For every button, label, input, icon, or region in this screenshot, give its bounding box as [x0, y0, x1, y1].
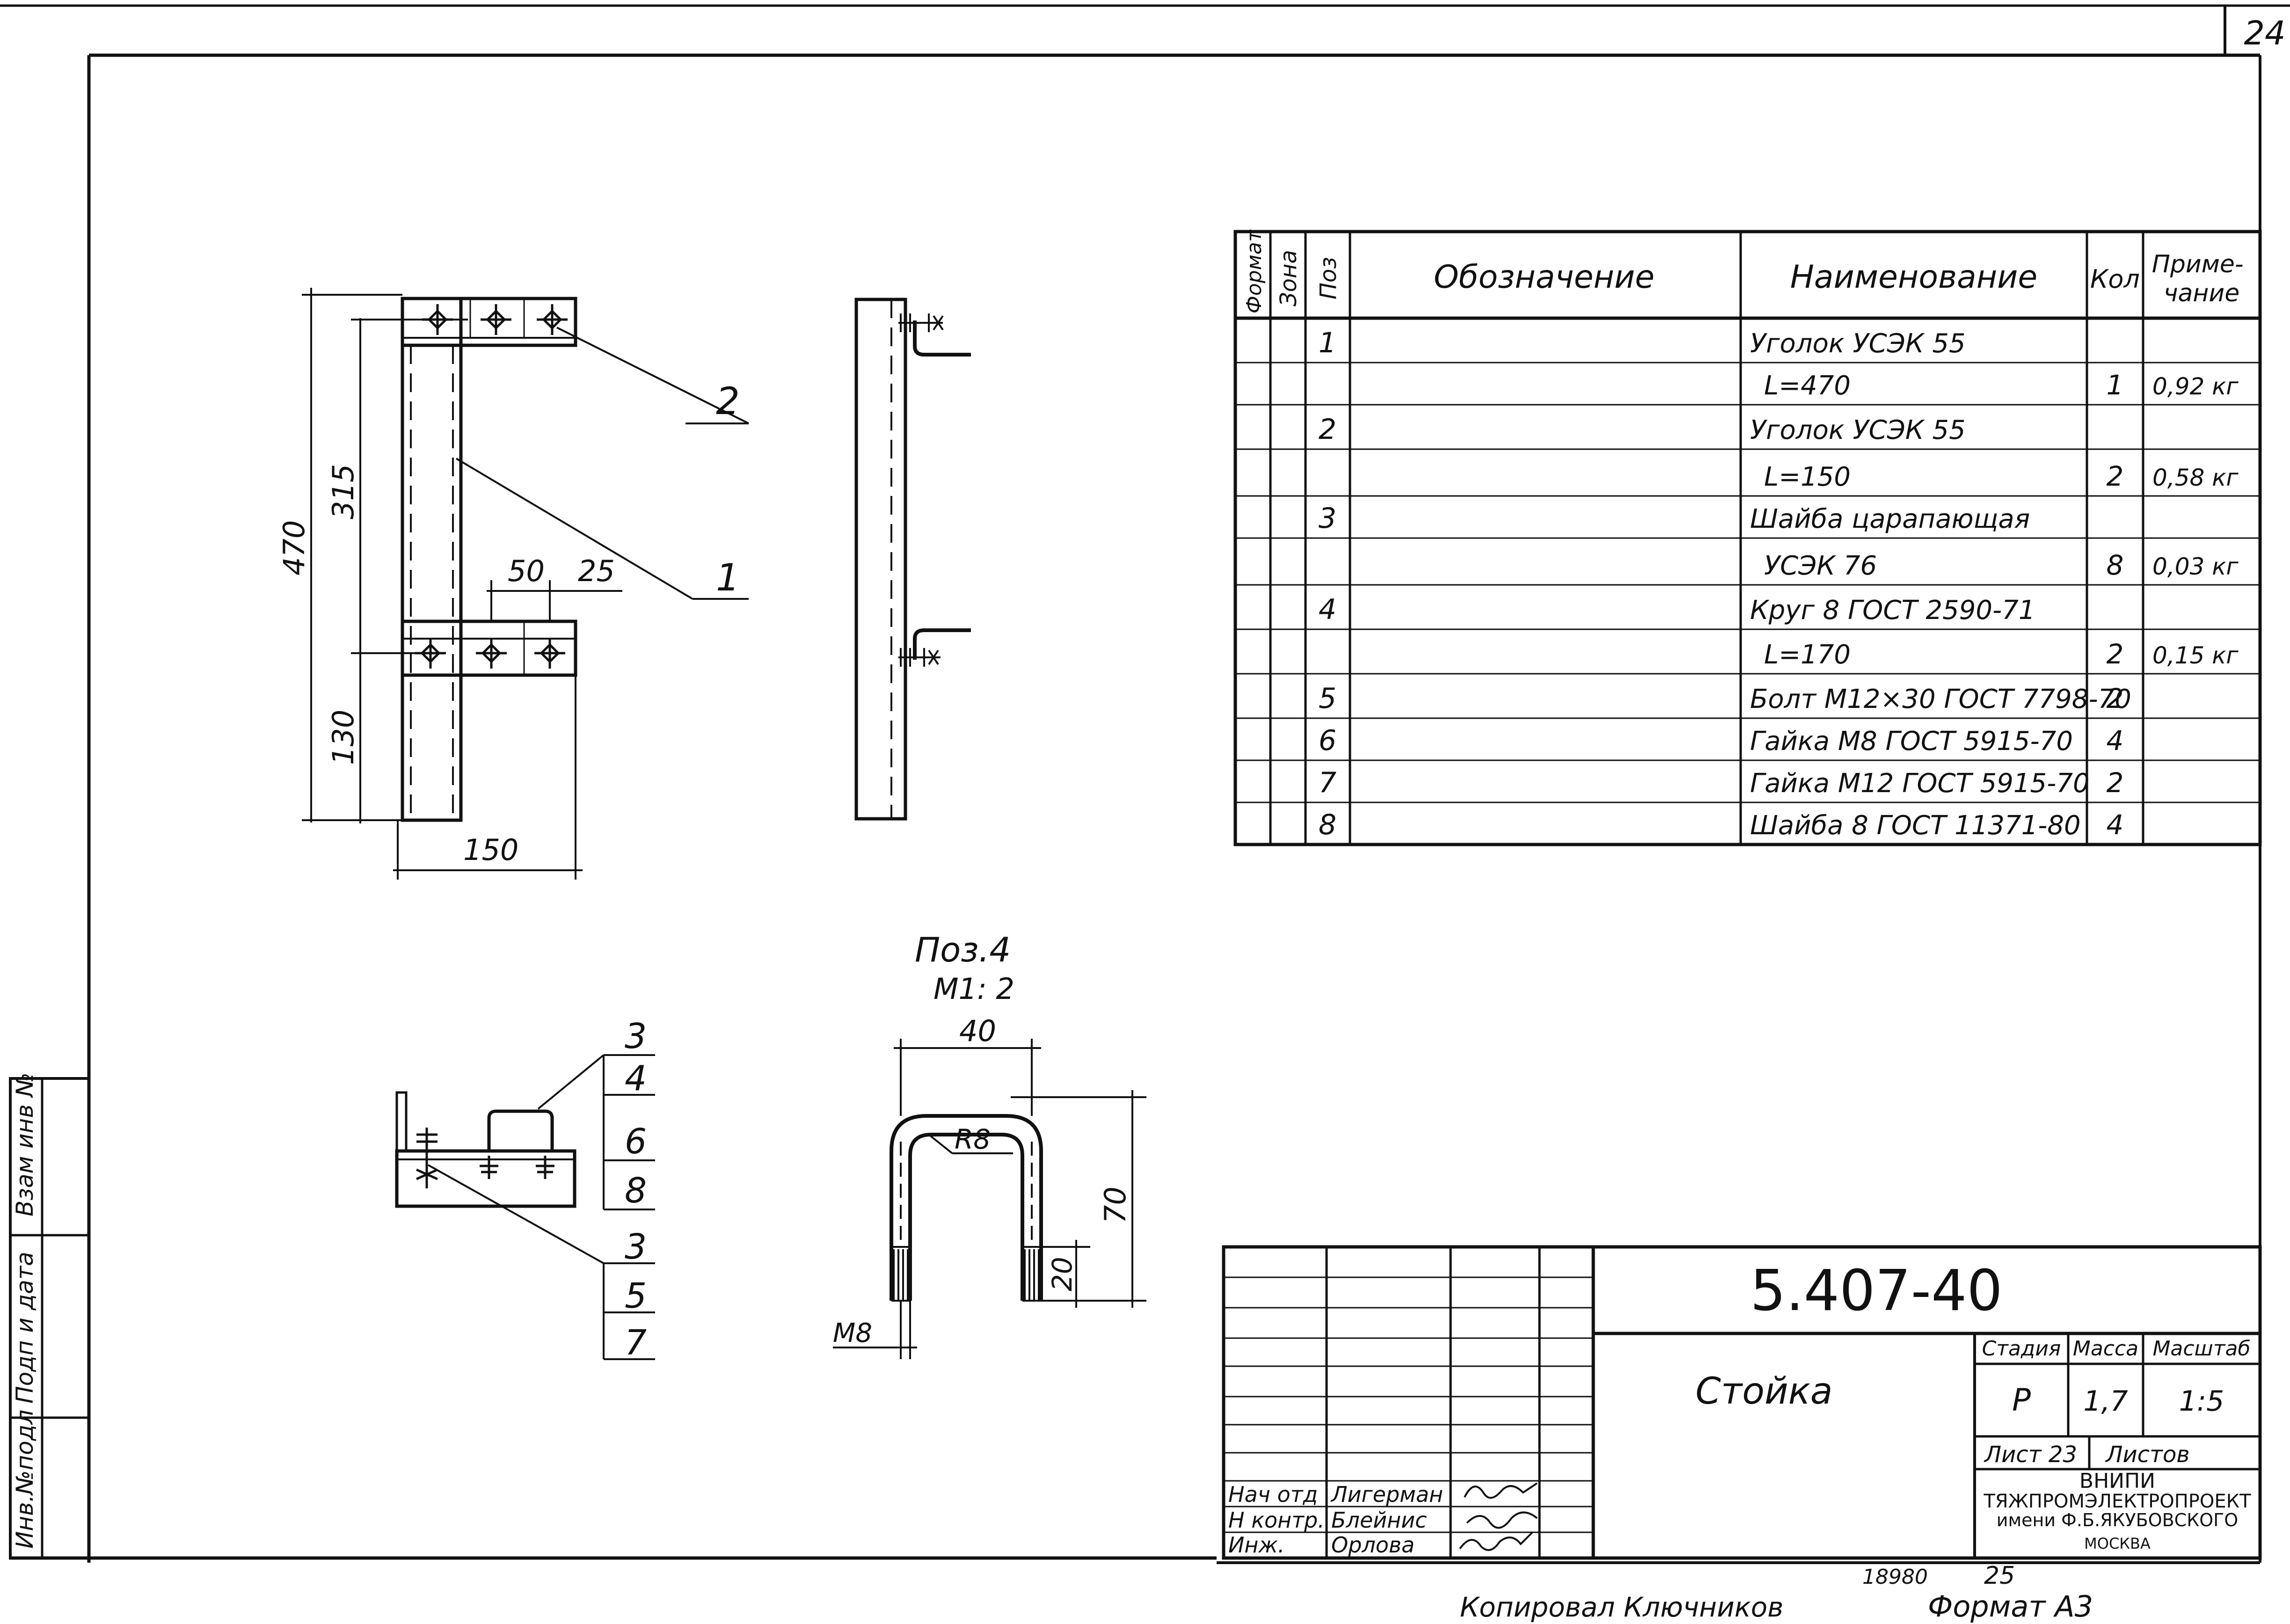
spec-row-name: Шайба 8 ГОСТ 11371-80	[1750, 810, 2081, 841]
page-number: 24	[2244, 14, 2285, 52]
name-engineer: Орлова	[1331, 1532, 1415, 1558]
dim-50: 50	[508, 554, 545, 588]
mass-label: Масса	[2073, 1337, 2138, 1361]
header-pos: Поз	[1315, 257, 1342, 299]
spec-row-qty: 8	[2107, 549, 2124, 581]
side-stamp: Взам инв № Подп и дата Инв.№подл	[9, 1072, 90, 1559]
copied-by: Копировал Ключников	[1460, 1591, 1783, 1623]
stage-value: Р	[2012, 1382, 2031, 1418]
dim-25: 25	[578, 554, 615, 588]
spec-row-name: Шайба царапающая	[1750, 504, 2030, 534]
title-block: Нач отд Н контр. Инж. Лигерман Блейнис О…	[1222, 1245, 2262, 1560]
callout-detail-4: 4	[625, 1058, 647, 1099]
scale-label: Масштаб	[2152, 1337, 2250, 1361]
spec-row-name: Уголок УСЭК 55	[1750, 328, 1966, 359]
bottom-number: 25	[1984, 1562, 2015, 1590]
role-engineer: Инж.	[1228, 1532, 1285, 1558]
org-line1: ВНИПИ	[2079, 1469, 2155, 1493]
spec-row-pos: 5	[1319, 682, 1336, 715]
spec-row-note: 0,92 кг	[2152, 373, 2239, 400]
detail-view: 3 4 6 8 3 5 7	[395, 1016, 655, 1363]
name-control: Блейнис	[1331, 1507, 1427, 1533]
bottom-left-number: 18980	[1862, 1565, 1928, 1589]
stamp-signature-date: Подп и дата	[11, 1252, 38, 1404]
spec-row-name: УСЭК 76	[1764, 551, 1877, 581]
dim-130: 130	[326, 710, 360, 765]
spec-row-qty: 2	[2107, 767, 2124, 799]
header-format: Формат	[1242, 229, 1266, 313]
poz4-dim-r8: R8	[955, 1123, 991, 1155]
header-name: Наименование	[1790, 259, 2037, 296]
callout-detail-3b: 3	[625, 1227, 647, 1267]
spec-row-name: L=150	[1764, 462, 1851, 492]
poz4-dim-40: 40	[959, 1014, 996, 1048]
org-line4: МОСКВА	[2084, 1535, 2151, 1552]
dim-470: 470	[277, 520, 311, 575]
spec-row-name: Круг 8 ГОСТ 2590-71	[1750, 595, 2035, 626]
scale-value: 1:5	[2179, 1385, 2224, 1418]
name-head: Лигерман	[1330, 1482, 1443, 1507]
spec-row-qty: 2	[2107, 460, 2124, 492]
poz4-dim-20: 20	[1046, 1257, 1078, 1291]
spec-row-name: Болт М12×30 ГОСТ 7798-70	[1750, 684, 2131, 714]
stage-label: Стадия	[1982, 1337, 2061, 1361]
spec-row-note: 0,03 кг	[2152, 553, 2239, 580]
sheet-format: Формат А3	[1928, 1589, 2093, 1624]
mass-value: 1,7	[2083, 1385, 2128, 1418]
sheets-label: Листов	[2105, 1442, 2189, 1468]
spec-row-name: L=470	[1764, 371, 1851, 401]
main-view: 470 315 50 25 130 150 2 1	[277, 288, 749, 880]
spec-table: Формат Зона Поз Обозначение Наименование…	[1233, 229, 2262, 846]
spec-row-pos: 8	[1319, 808, 1336, 841]
callout-detail-6: 6	[625, 1122, 647, 1162]
spec-row-note: 0,58 кг	[2152, 464, 2239, 491]
doc-number: 5.407-40	[1750, 1259, 2003, 1324]
spec-row-note: 0,15 кг	[2152, 642, 2239, 669]
spec-row-pos: 7	[1319, 766, 1336, 799]
sheet-label: Лист 23	[1984, 1442, 2077, 1468]
poz4-dim-70: 70	[1098, 1187, 1132, 1223]
spec-row-name: L=170	[1764, 640, 1851, 670]
poz4-dim-m8: М8	[833, 1318, 872, 1348]
drawing-title: Стойка	[1695, 1370, 1832, 1413]
dim-315: 315	[326, 464, 360, 519]
poz4-title: Поз.4	[915, 930, 1011, 969]
spec-row-qty: 4	[2107, 725, 2124, 757]
stamp-original-inv: Инв.№подл	[11, 1410, 38, 1549]
spec-row-pos: 6	[1319, 724, 1336, 757]
callout-detail-5: 5	[625, 1276, 647, 1316]
callout-1: 1	[716, 556, 740, 599]
spec-row-qty: 2	[2107, 683, 2124, 714]
role-control: Н контр.	[1228, 1507, 1325, 1533]
header-zone: Зона	[1276, 250, 1302, 306]
spec-row-pos: 4	[1319, 593, 1336, 626]
dim-150: 150	[463, 833, 518, 867]
callout-detail-8: 8	[625, 1171, 647, 1211]
spec-row-name: Гайка М8 ГОСТ 5915-70	[1750, 726, 2073, 757]
callout-2: 2	[716, 379, 740, 423]
spec-row-pos: 2	[1319, 413, 1336, 446]
spec-row-pos: 3	[1319, 502, 1336, 535]
poz4-scale: М1: 2	[934, 972, 1014, 1006]
role-head: Нач отд	[1228, 1482, 1318, 1507]
stamp-replacement-inv: Взам инв №	[11, 1072, 38, 1216]
signatures	[1459, 1482, 1538, 1551]
poz4-detail: Поз.4 М1: 2 40	[833, 930, 1146, 1359]
callout-detail-3a: 3	[625, 1016, 647, 1056]
spec-row-pos: 1	[1319, 327, 1336, 359]
spec-row-name: Уголок УСЭК 55	[1750, 415, 1966, 445]
header-qty: Кол	[2090, 264, 2140, 294]
spec-row-qty: 4	[2107, 809, 2124, 841]
org-line3: имени Ф.Б.ЯКУБОВСКОГО	[1997, 1510, 2238, 1530]
spec-row-name: Гайка М12 ГОСТ 5915-70	[1750, 768, 2090, 799]
callout-detail-7: 7	[625, 1323, 647, 1363]
org-line2: ТЯЖПРОМЭЛЕКТРОПРОЕКТ	[1983, 1491, 2251, 1512]
spec-row-qty: 1	[2107, 369, 2124, 401]
header-designation: Обозначение	[1434, 259, 1655, 296]
side-view	[854, 298, 971, 821]
spec-row-qty: 2	[2107, 638, 2124, 670]
header-note: Приме- чание	[2152, 250, 2251, 307]
